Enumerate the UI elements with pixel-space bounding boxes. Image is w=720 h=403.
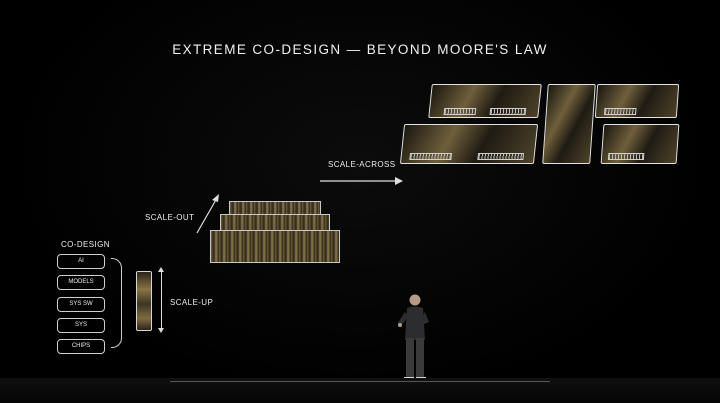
scale-across-label: SCALE-ACROSS <box>328 160 396 169</box>
slide-title: EXTREME CO-DESIGN — BEYOND MOORE'S LAW <box>172 42 548 57</box>
codesign-item-models: MODELS <box>57 275 105 291</box>
scale-up-label: SCALE-UP <box>170 298 214 307</box>
codesign-brace <box>111 258 122 348</box>
codesign-item-sys-sw: SYS SW <box>57 296 105 312</box>
scale-up-arrow <box>158 267 164 333</box>
codesign-item-sys: SYS <box>57 317 105 333</box>
codesign-item-ai: AI <box>57 254 105 269</box>
stage-edge <box>170 381 550 382</box>
codesign-heading: CO-DESIGN <box>61 240 110 249</box>
codesign-list: AI MODELS SYS SW SYS CHIPS <box>57 254 107 360</box>
scale-out-arrow <box>196 194 219 234</box>
scale-out-label: SCALE-OUT <box>145 213 195 222</box>
presenter-figure <box>397 294 429 381</box>
stage-floor <box>0 378 720 403</box>
single-rack-image <box>136 271 152 331</box>
codesign-item-chips: CHIPS <box>57 339 105 355</box>
scale-across-arrow <box>320 177 403 185</box>
